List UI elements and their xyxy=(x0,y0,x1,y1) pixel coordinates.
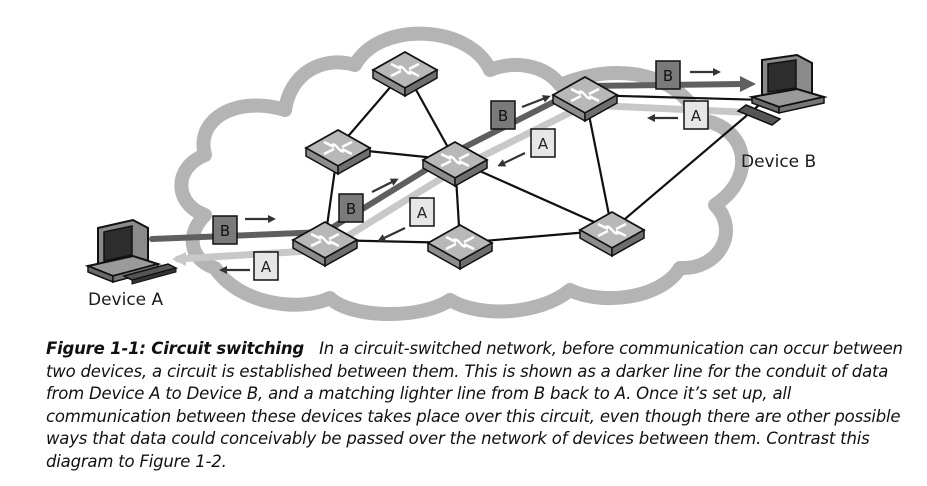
packet-label: B xyxy=(346,200,356,218)
device-a-label: Device A xyxy=(88,290,164,310)
packet-b-7: B xyxy=(655,60,721,90)
return-circuit-arrowhead xyxy=(172,252,186,266)
packet-label: A xyxy=(261,258,272,276)
caption-text: In a circuit-switched network, before co… xyxy=(46,339,903,471)
packet-a-6: A xyxy=(497,128,556,167)
router-2 xyxy=(304,128,372,176)
packet-label: B xyxy=(498,107,508,125)
device-b-computer xyxy=(736,53,828,126)
routers xyxy=(291,50,646,271)
packet-b-3: B xyxy=(338,178,399,223)
packet-label: A xyxy=(691,107,702,125)
device-b-label: Device B xyxy=(741,152,817,172)
figure-caption: Figure 1-1: Circuit switching In a circu… xyxy=(46,338,908,473)
packet-a-2: A xyxy=(219,251,279,281)
packet-b-1: B xyxy=(212,215,276,245)
router-3 xyxy=(421,140,489,188)
device-a-computer xyxy=(84,218,179,285)
router-4 xyxy=(291,220,359,268)
packet-label: A xyxy=(538,135,549,153)
router-7 xyxy=(551,75,619,123)
circuit-switching-diagram: B A B A B A B A xyxy=(84,26,828,321)
link-r6-deviceb xyxy=(611,99,766,231)
packet-label: B xyxy=(663,67,673,85)
packet-label: B xyxy=(220,222,230,240)
packet-b-5: B xyxy=(490,95,551,130)
packet-label: A xyxy=(417,204,428,222)
caption-title: Figure 1-1: Circuit switching xyxy=(46,339,304,358)
forward-circuit-arrowhead xyxy=(740,76,756,92)
packets: B A B A B A B A xyxy=(212,60,721,281)
packet-a-4: A xyxy=(377,197,435,242)
router-6 xyxy=(578,210,646,258)
packet-a-8: A xyxy=(647,100,709,130)
router-1 xyxy=(371,50,439,98)
router-5 xyxy=(426,223,494,271)
